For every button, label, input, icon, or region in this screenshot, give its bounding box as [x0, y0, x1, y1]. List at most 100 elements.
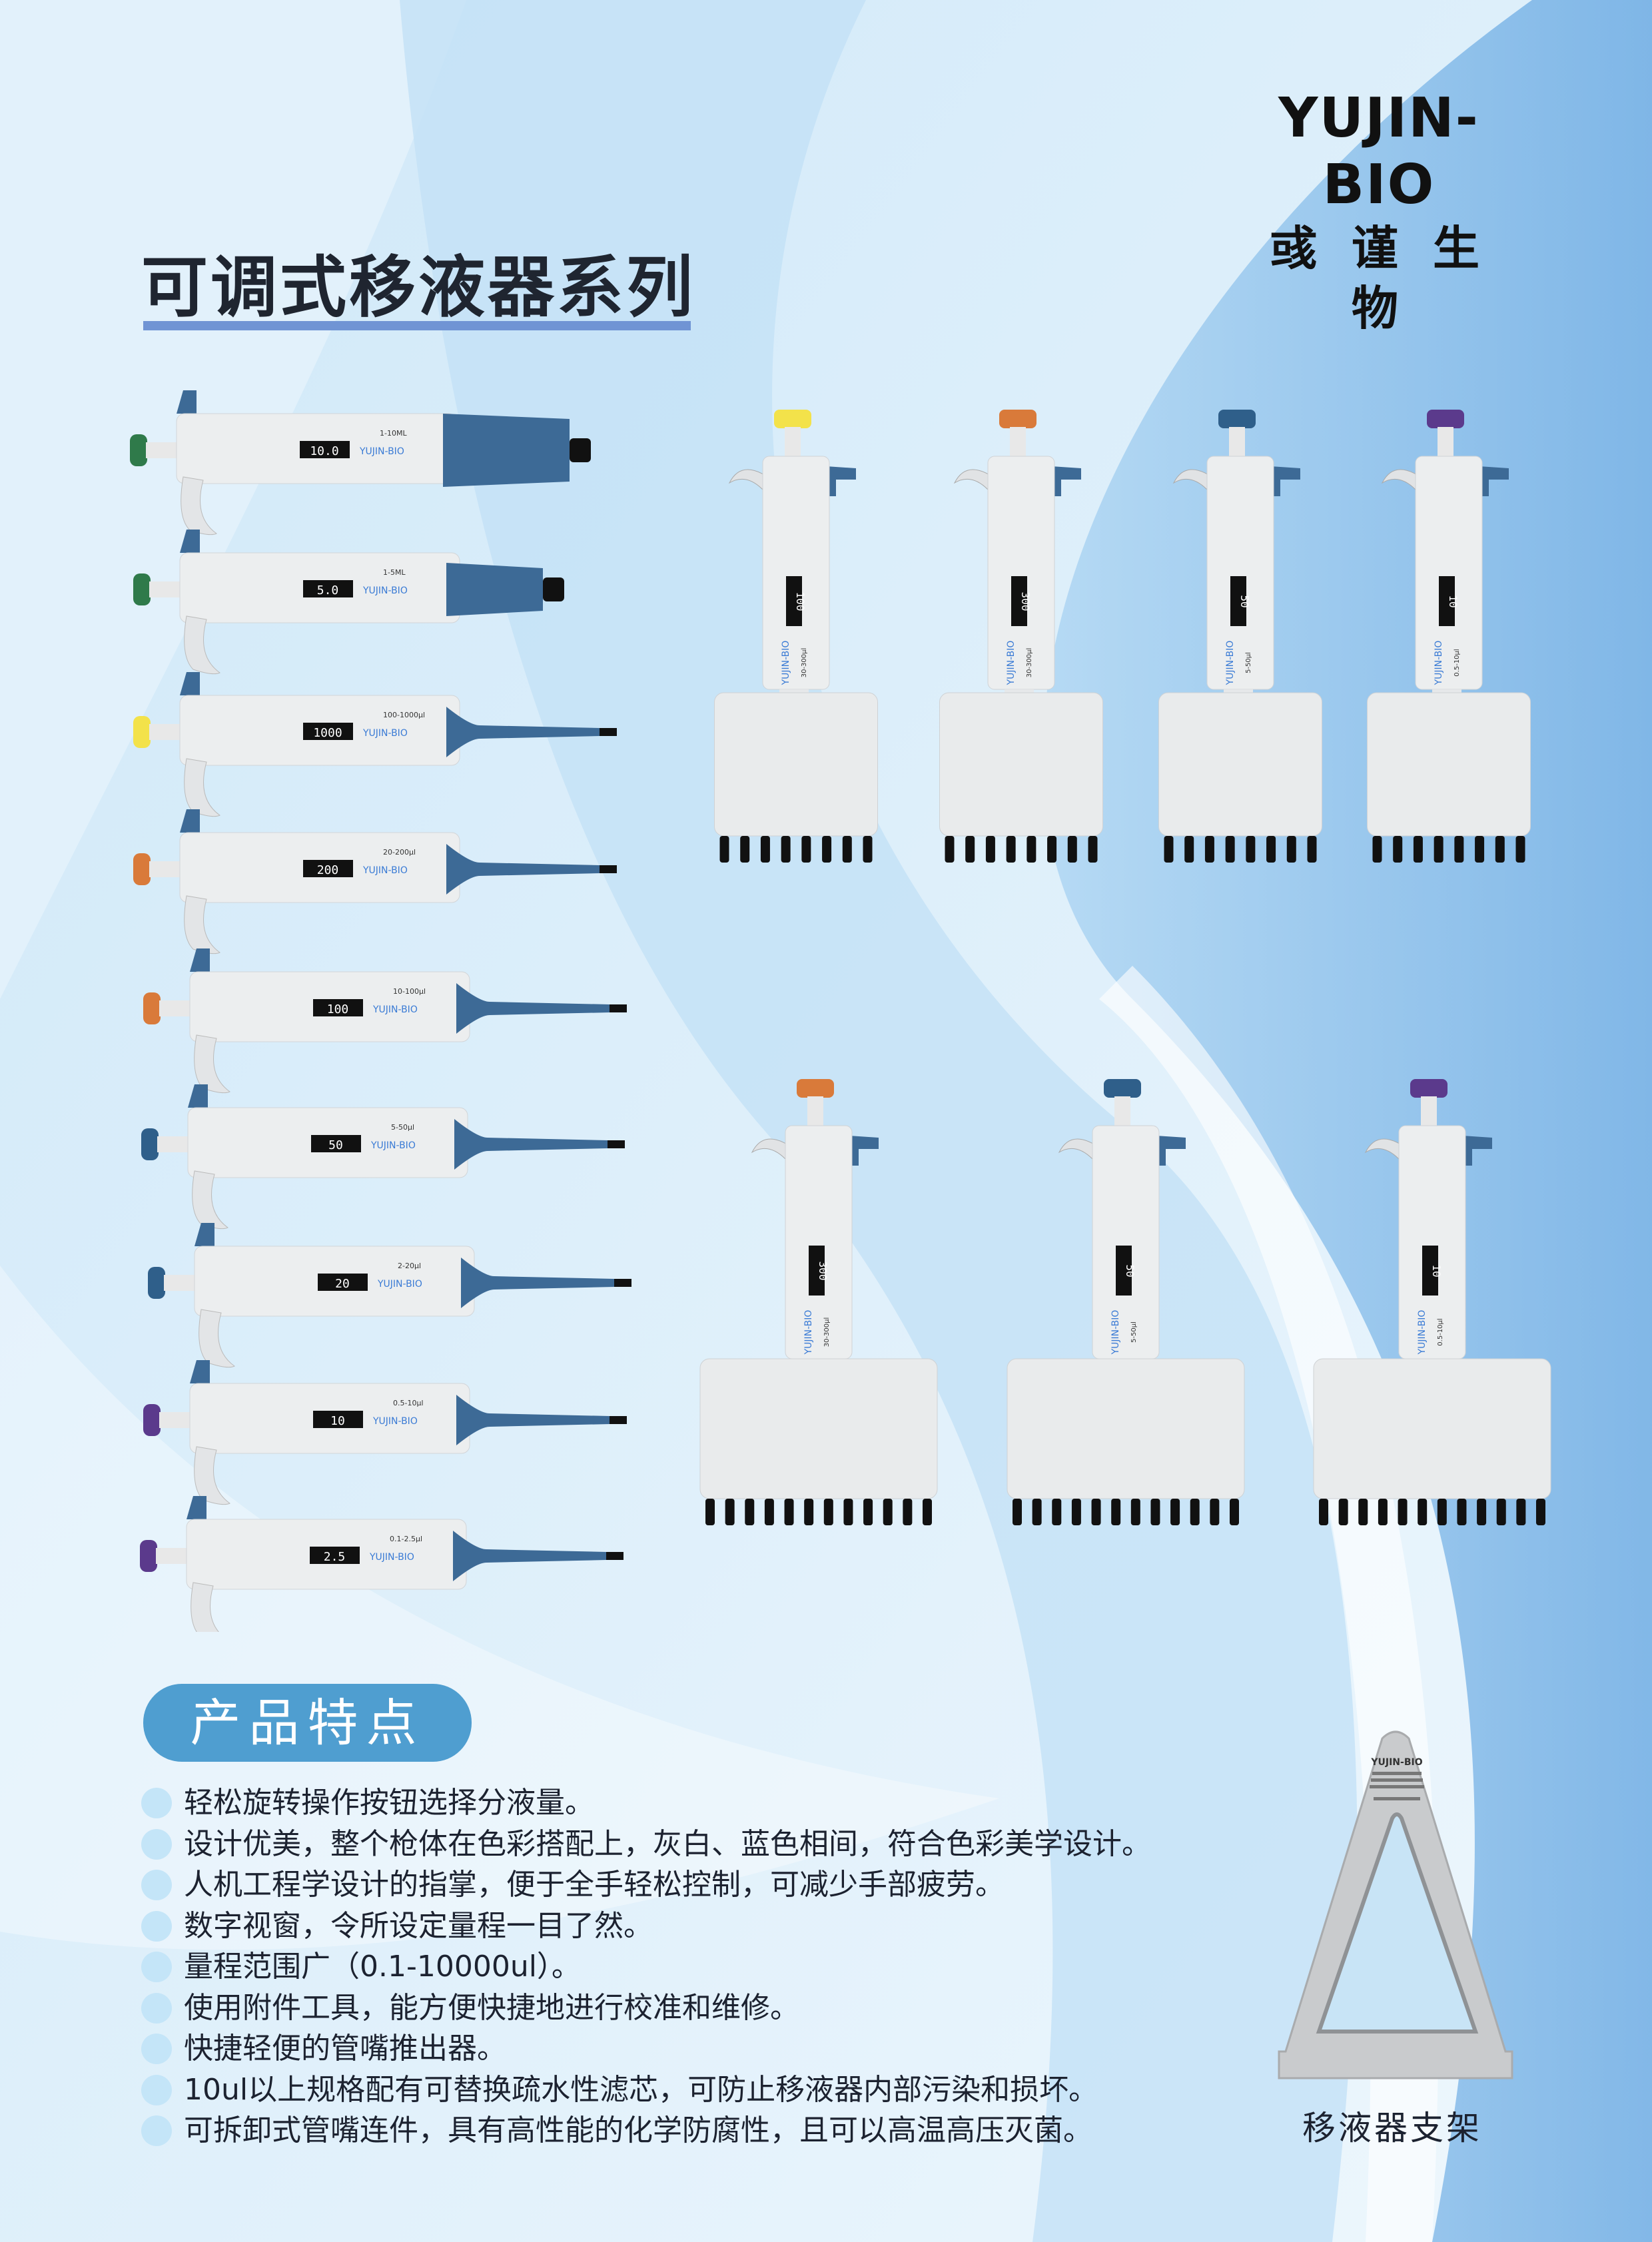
feature-item: 轻松旋转操作按钮选择分液量。 [140, 1782, 1151, 1824]
brand-imprint: YUJIN-BIO [803, 1310, 814, 1355]
pipette-body [987, 456, 1055, 690]
bullet-icon [141, 1828, 172, 1860]
volume-range-label: 30-300μl [823, 1317, 831, 1347]
volume-display [1011, 576, 1027, 626]
volume-display [313, 1411, 363, 1428]
plunger-rod [807, 1096, 823, 1130]
volume-display-value: 10 [330, 1414, 345, 1428]
feature-text: 快捷轻便的管嘴推出器。 [184, 2032, 506, 2065]
finger-hook [194, 1446, 230, 1505]
plunger-rod [149, 861, 183, 877]
feature-text: 使用附件工具，能方便快捷地进行校准和维修。 [184, 1990, 799, 2025]
volume-range-label: 0.5-10μl [393, 1399, 424, 1407]
volume-display [300, 441, 350, 458]
volume-display [1422, 1246, 1438, 1296]
volume-display-value: 100 [327, 1002, 349, 1016]
ejector-button [187, 1496, 206, 1519]
tip-nozzle [614, 1279, 631, 1287]
feature-text: 可拆卸式管嘴连件，具有高性能的化学防腐性，且可以高温高压灭菌。 [184, 2113, 1092, 2147]
brand-logo: YUJIN-BIO 彧谨生物 [1232, 85, 1525, 338]
volume-display-value: 2.5 [324, 1550, 346, 1564]
tip-cone [1437, 1499, 1447, 1525]
ejector-button [190, 1360, 210, 1383]
feature-item: 数字视窗，令所设定量程一目了然。 [140, 1906, 1151, 1947]
product-images: 10.01-10MLYUJIN-BIO5.01-5MLYUJIN-BIO1000… [130, 390, 1551, 1632]
tip-cone [1210, 1499, 1220, 1525]
volume-display [303, 580, 353, 597]
finger-hook [199, 1309, 235, 1368]
volume-display-value: 1000 [313, 726, 342, 740]
tip-cone [764, 1499, 774, 1525]
tip-cone [719, 836, 729, 863]
tip-cone [945, 836, 955, 863]
tip-cone [446, 844, 600, 895]
tip-cone [1418, 1499, 1428, 1525]
tip-cone [1246, 836, 1256, 863]
volume-range-label: 5-50μl [391, 1123, 414, 1132]
tip-nozzle [608, 1140, 625, 1148]
plunger-rod [159, 1000, 193, 1016]
tip-nozzle [610, 1416, 627, 1424]
plunger-rod [159, 1412, 193, 1428]
plunger-rod [156, 1548, 189, 1564]
volume-range-label: 100-1000μl [383, 711, 425, 719]
tip-cone [1071, 1499, 1081, 1525]
plunger-knob [143, 1404, 161, 1436]
tip-nozzle [606, 1552, 623, 1560]
plunger-knob [1104, 1079, 1141, 1098]
plunger-rod [164, 1275, 197, 1291]
feature-item: 人机工程学设计的指掌，便于全手轻松控制，可减少手部疲劳。 [140, 1864, 1151, 1906]
volume-display [1230, 576, 1246, 626]
tip-cone [453, 1531, 606, 1581]
volume-display-value: 300 [1019, 592, 1032, 611]
tip-cone [1338, 1499, 1348, 1525]
plunger-knob [130, 434, 147, 466]
tip-cone [1190, 1499, 1200, 1525]
finger-hook [184, 895, 220, 954]
tip-cone [842, 836, 852, 863]
tip-nozzle [600, 728, 617, 736]
tip-cone [1052, 1499, 1062, 1525]
ejector-button [180, 530, 200, 553]
plunger-rod [149, 581, 183, 597]
volume-display [311, 1135, 361, 1152]
pipette-body [1398, 1125, 1466, 1359]
pipette-stand-image: YUJIN-BIO [1278, 1730, 1513, 2079]
tip-cone [1477, 1499, 1487, 1525]
manifold [1367, 692, 1531, 837]
tip-cone [985, 836, 995, 863]
manifold [1158, 692, 1322, 837]
tip-nozzle [610, 1004, 627, 1012]
tip-cone [823, 1499, 833, 1525]
plunger-knob [1410, 1079, 1447, 1098]
pipette-body [1206, 456, 1274, 690]
manifold [1313, 1358, 1551, 1499]
volume-display-value: 200 [317, 863, 339, 877]
tip-cone [1413, 836, 1423, 863]
tip-cone [903, 1499, 913, 1525]
feature-text: 量程范围广（0.1-10000ul）。 [184, 1950, 581, 1984]
tip-cone [1434, 836, 1444, 863]
tip-cone [1495, 836, 1505, 863]
ejector-button [1270, 466, 1300, 496]
tip-cone [1006, 836, 1016, 863]
ejector-button [195, 1223, 214, 1246]
feature-item: 设计优美，整个枪体在色彩搭配上，灰白、蓝色相间，符合色彩美学设计。 [140, 1824, 1151, 1865]
ejector-button [1479, 466, 1509, 496]
plunger-knob [797, 1079, 834, 1098]
finger-hook [181, 476, 217, 536]
volume-display [786, 576, 802, 626]
plunger-knob [133, 853, 151, 885]
volume-range-label: 0.5-10μl [1437, 1318, 1444, 1345]
bullet-icon [141, 1992, 172, 2024]
tip-cone [446, 563, 543, 616]
bullet-icon [141, 1910, 172, 1942]
ejector-button [1051, 466, 1081, 496]
tip-cone [863, 836, 873, 863]
